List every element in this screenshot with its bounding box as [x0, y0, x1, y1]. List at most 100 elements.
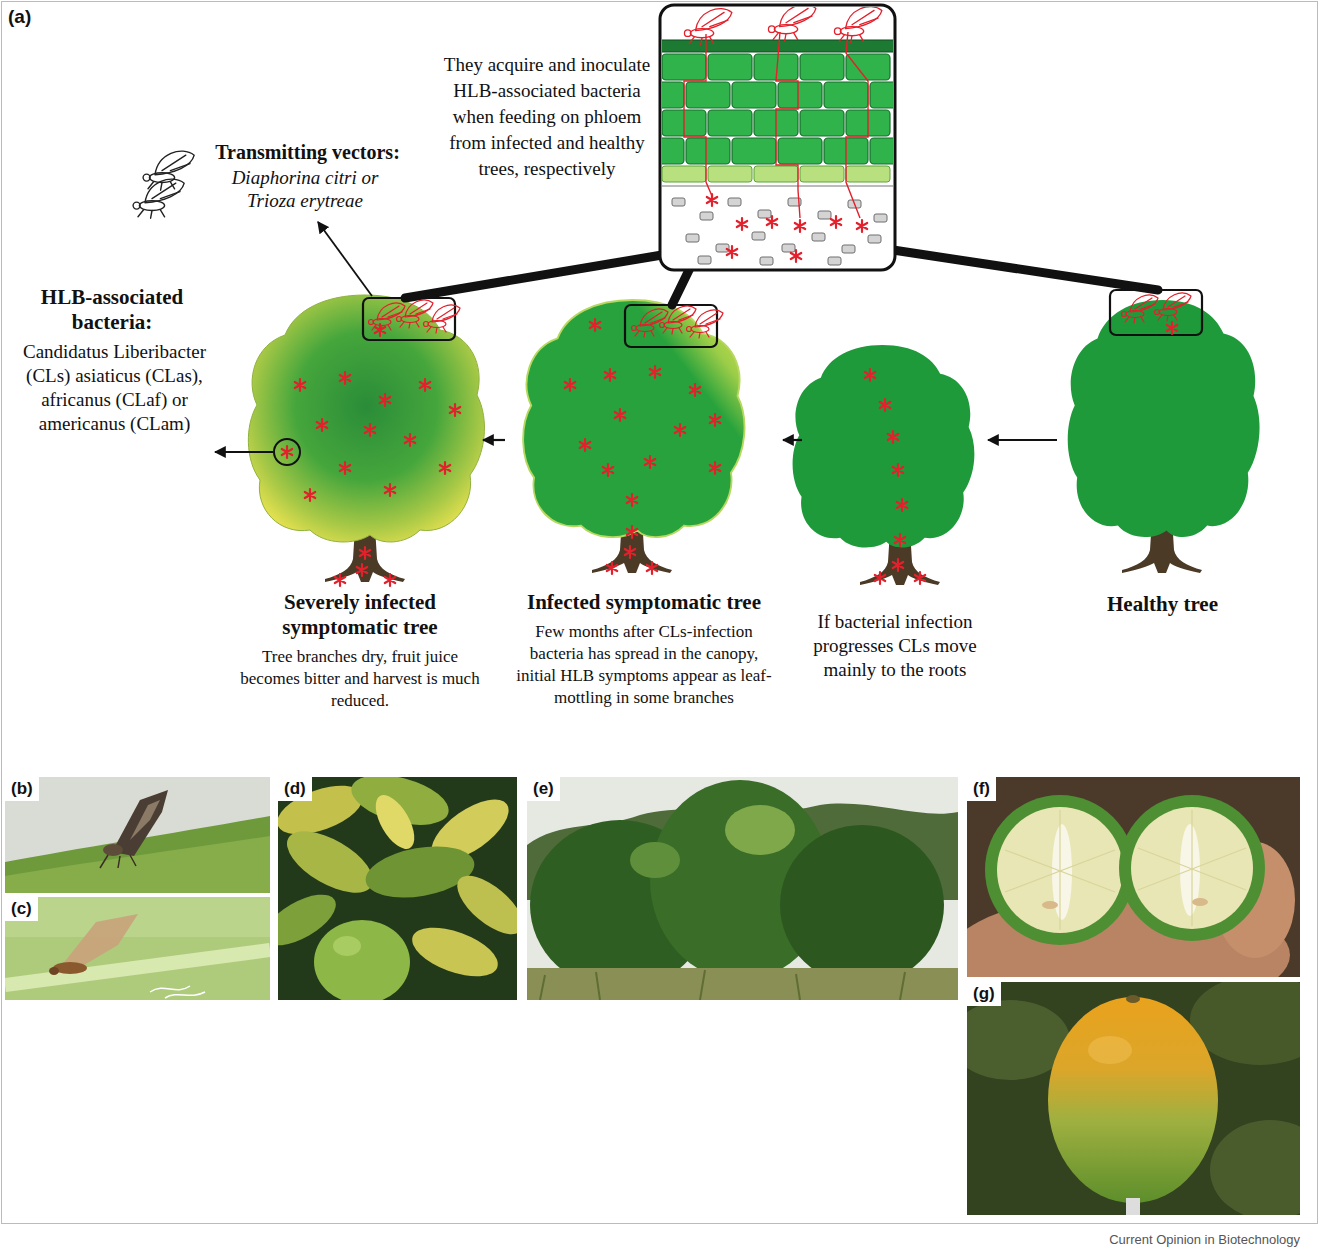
bacteria-asterisk — [875, 572, 885, 584]
fruit-photo — [1126, 995, 1140, 1003]
tree-canopy — [248, 295, 1259, 548]
bacteria-asterisk — [627, 526, 637, 538]
leaf-section — [754, 166, 798, 182]
leaf-section — [834, 7, 881, 43]
leaf-section — [874, 214, 887, 222]
fruit-photo — [1126, 1198, 1140, 1215]
fruit-photo — [967, 982, 1300, 1215]
leaf-section — [846, 32, 868, 218]
symptom-photo — [333, 936, 361, 956]
orchard-photo — [527, 968, 958, 1000]
stage-text: If bacterial infection progresses CLs mo… — [805, 610, 985, 682]
leaf-section — [831, 216, 841, 228]
leaf-section — [782, 244, 795, 252]
leaf-section — [870, 82, 893, 108]
psyllid-photo — [5, 897, 270, 1000]
label-holder: (f) — [967, 777, 996, 801]
leaf-section — [684, 32, 868, 218]
leaf-section — [728, 198, 741, 206]
panel-letter: (d) — [278, 777, 312, 801]
bacteria-asterisk — [895, 534, 905, 546]
highlight-circle — [274, 439, 300, 465]
label-holder: (b) — [5, 777, 39, 801]
label-holder: Transmitting vectors: — [200, 140, 415, 164]
fruit-photo — [997, 807, 1123, 933]
progression-arrow — [988, 439, 1057, 441]
bacteria-asterisk — [317, 419, 327, 431]
vector-species: Diaphorina citri or Trioza erytreae — [210, 166, 400, 212]
leaf-section — [767, 216, 777, 228]
bacteria-asterisk — [615, 409, 625, 421]
leaf-section — [700, 212, 713, 220]
bacteria-asterisk — [565, 379, 575, 391]
psyllid-photo — [5, 950, 270, 985]
bacteria-asterisk — [710, 462, 720, 474]
leaf-section — [686, 82, 730, 108]
bacteria-asterisk — [625, 546, 635, 558]
fruit-photo — [967, 777, 1300, 977]
bacteria-asterisk — [690, 384, 700, 396]
vector-icon — [143, 151, 194, 190]
orchard-photo — [630, 842, 680, 878]
fruit-photo — [1119, 795, 1265, 941]
feeding-inset — [363, 298, 455, 340]
pointer-arrow — [318, 222, 372, 296]
leaf-section — [727, 246, 737, 258]
stage-heading: Severely infected symptomatic tree — [240, 590, 480, 640]
bacteria-asterisk — [580, 439, 590, 451]
bacteria-asterisk — [897, 499, 907, 511]
psyllid-photo — [103, 844, 123, 856]
leaf-section — [818, 211, 831, 219]
bacteria-asterisk — [880, 399, 890, 411]
feeding-inset — [660, 306, 697, 334]
zoom-connector — [672, 268, 690, 305]
leaf-section — [758, 210, 771, 218]
leaf-section — [824, 82, 868, 108]
label-holder: (e) — [527, 777, 560, 801]
label-holder: Current Opinion in Biotechnology — [1060, 1232, 1300, 1248]
bacteria-asterisk — [305, 489, 315, 501]
leaf-section — [684, 34, 712, 196]
leaf-section — [662, 186, 893, 187]
bacteria-asterisk — [627, 494, 637, 506]
figure-frame — [2, 2, 1318, 1224]
leaf-section — [708, 54, 752, 80]
bacteria-heading: HLB-associated bacteria: — [12, 285, 212, 335]
leaf-section — [672, 198, 685, 206]
bacteria-asterisk — [340, 372, 350, 384]
bacteria-asterisk — [915, 572, 925, 584]
bacteria-asterisk — [650, 366, 660, 378]
progression-arrow — [483, 439, 505, 441]
tree-stage: If bacterial infection progresses CLs mo… — [805, 345, 985, 682]
leaf-section — [662, 166, 706, 182]
leaf-section — [828, 257, 841, 265]
psyllid-photo — [5, 777, 270, 893]
bacteria-asterisk — [385, 574, 395, 586]
feeding-inset — [1110, 290, 1202, 335]
bacteria-asterisk — [888, 431, 898, 443]
leaf-section — [662, 40, 893, 52]
fruit-photo — [985, 795, 1135, 945]
leaf-section — [812, 233, 825, 241]
leaf-section — [778, 138, 822, 164]
vector-icon — [133, 179, 184, 218]
fruit-photo — [1131, 807, 1253, 929]
leaf-section — [800, 54, 844, 80]
symptom-photo — [314, 920, 410, 1000]
fruit-photo — [1088, 1036, 1132, 1064]
bacteria-asterisk — [865, 369, 875, 381]
psyllid-photo — [150, 986, 205, 998]
tree-stage: Infected symptomatic treeFew months afte… — [508, 300, 780, 709]
bacteria-asterisk — [710, 414, 720, 426]
leaf-section — [868, 235, 881, 243]
leaf-section — [737, 218, 747, 230]
bacteria-asterisk — [603, 464, 613, 476]
feeding-inset — [1167, 322, 1177, 334]
psyllid-photo — [5, 897, 270, 1000]
bacteria-asterisk — [340, 462, 350, 474]
bacteria-species: Candidatus Liberibacter (CLs) asiaticus … — [22, 340, 207, 436]
symptom-photo — [406, 918, 504, 986]
leaf-section — [732, 138, 776, 164]
bacteria-asterisk — [893, 464, 903, 476]
